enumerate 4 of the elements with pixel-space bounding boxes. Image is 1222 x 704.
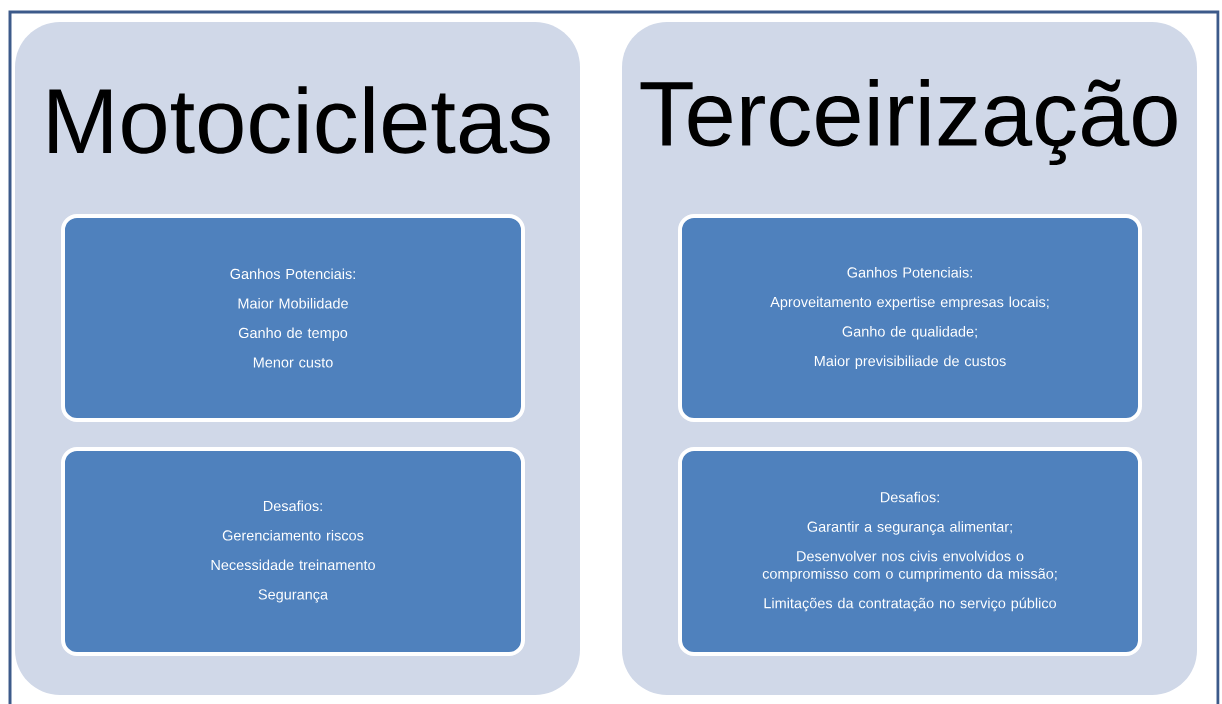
text-box: Ganhos Potenciais: Maior Mobilidade Ganho de tempo Menor custo bbox=[61, 214, 525, 422]
text-box: Desafios: Garantir a segurança alimentar; Desenvolver nos civis envolvidos o compromisso com o cumprimento da missão; Limitações da contratação no serviço público bbox=[678, 447, 1142, 656]
text-box: Desafios: Gerenciamento riscos Necessidade treinamento Segurança bbox=[61, 447, 525, 656]
text-box: Ganhos Potenciais: Aproveitamento expertise empresas locais; Ganho de qualidade; Maior previsibiliade de custos bbox=[678, 214, 1142, 422]
